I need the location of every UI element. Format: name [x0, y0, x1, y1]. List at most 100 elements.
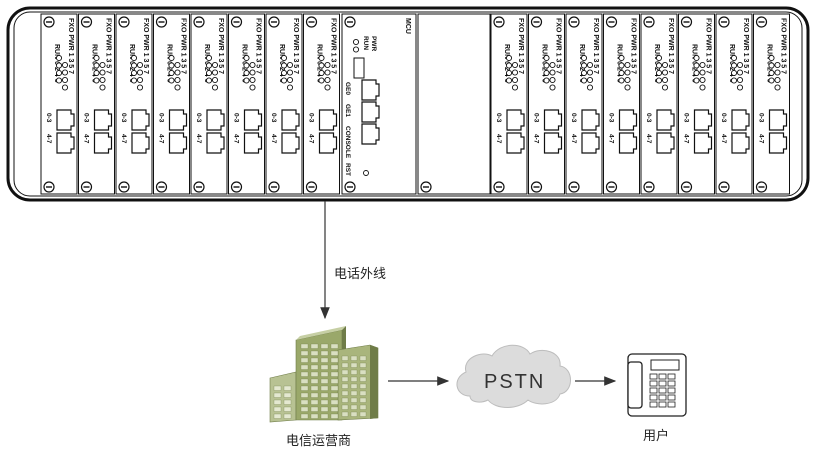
screw-icon — [643, 16, 655, 28]
led-indicator — [205, 54, 213, 62]
led-indicator — [205, 77, 213, 84]
led-indicator — [549, 61, 556, 69]
port-group-label: 0-3 — [83, 113, 90, 123]
mcu-run-label: RUN — [362, 36, 369, 50]
rj45-port-icon — [656, 132, 675, 154]
screw-icon — [268, 181, 280, 193]
rj45-port-icon — [693, 109, 713, 131]
rj45-port-icon — [243, 132, 263, 154]
port-group-label: 0-3 — [720, 113, 727, 123]
led-indicator — [174, 76, 181, 84]
led-indicator — [774, 84, 781, 91]
fxo-card-label: FXO PWR 1 3 5 7 — [142, 18, 149, 74]
led-indicator — [624, 76, 631, 84]
led-indicator — [699, 84, 706, 91]
screw-icon — [155, 181, 168, 193]
fxo-card-run-label: RUN 0 2 4 6 — [241, 44, 248, 83]
fxo-card-run-label: RUN 0 2 4 6 — [503, 44, 510, 83]
rj45-port-icon — [168, 132, 188, 154]
reset-button[interactable] — [363, 170, 369, 176]
fxo-card-run-label: RUN 0 2 4 6 — [203, 44, 210, 83]
led-indicator — [655, 54, 663, 62]
port-group-label: 0-3 — [495, 113, 502, 123]
led-indicator — [736, 76, 744, 84]
rj45-port-icon — [131, 132, 150, 154]
fxo-card-label: FXO PWR 1 3 5 7 — [705, 18, 712, 74]
outside-line: 电话外线 — [320, 201, 386, 320]
fxo-card-label: FXO PWR 1 3 5 7 — [555, 18, 562, 74]
led-indicator — [774, 61, 781, 69]
led-indicator — [93, 69, 100, 77]
led-indicator — [168, 77, 175, 84]
building-icon — [269, 326, 379, 423]
rj45-port-icon — [731, 132, 750, 154]
led-indicator — [505, 54, 513, 62]
fxo-card-label: FXO PWR 1 3 5 7 — [517, 18, 524, 74]
fxo-card-run-label: RUN 0 2 4 6 — [53, 44, 60, 83]
led-indicator — [130, 54, 138, 62]
led-indicator — [249, 69, 256, 76]
led-indicator — [130, 62, 138, 69]
led-indicator — [511, 84, 519, 91]
fxo-card-label: FXO PWR 1 3 5 7 — [330, 18, 337, 74]
led-indicator — [768, 69, 775, 77]
rj45-port-icon — [361, 79, 380, 101]
led-indicator — [580, 69, 588, 77]
led-indicator — [505, 69, 513, 77]
fxo-card-run-label: RUN 0 2 4 6 — [766, 44, 773, 83]
led-indicator — [549, 69, 556, 76]
rj45-port-icon — [731, 109, 750, 131]
rj45-port-icon — [93, 109, 113, 131]
led-indicator — [736, 84, 744, 91]
rj45-port-icon — [361, 123, 380, 145]
rj45-port-icon — [543, 109, 563, 131]
port-group-label: 0-3 — [683, 113, 690, 123]
port-group-label: 0-3 — [158, 113, 165, 123]
led-indicator — [693, 77, 700, 84]
rj45-port-icon — [56, 132, 75, 154]
screw-icon — [680, 181, 693, 193]
led-indicator — [174, 84, 181, 91]
fxo-card-run-label: RUN 0 2 4 6 — [91, 44, 98, 83]
led-indicator — [99, 69, 106, 76]
screw-icon — [755, 181, 768, 193]
phone-icon — [627, 353, 687, 417]
led-indicator — [768, 77, 775, 84]
led-indicator — [249, 61, 256, 69]
led-indicator — [136, 76, 144, 84]
led-indicator — [624, 69, 631, 76]
rj45-port-icon — [281, 132, 300, 154]
fxo-card-label: FXO PWR 1 3 5 7 — [217, 18, 224, 74]
screw-icon — [305, 16, 318, 28]
screw-icon — [718, 16, 730, 28]
fxo-card-run-label: RUN 0 2 4 6 — [653, 44, 660, 83]
phone-keypad — [649, 373, 676, 408]
led-indicator — [618, 77, 625, 84]
led-indicator — [168, 62, 175, 69]
led-indicator — [174, 69, 181, 76]
fxo-card-label: FXO PWR 1 3 5 7 — [780, 18, 787, 74]
led-indicator — [693, 62, 700, 69]
led-indicator — [580, 54, 588, 62]
led-indicator — [655, 77, 663, 84]
port-group-label: 4-7 — [233, 134, 240, 144]
led-indicator — [318, 62, 325, 69]
fxo-card-label: FXO PWR 1 3 5 7 — [180, 18, 187, 74]
led-indicator — [324, 84, 331, 91]
screw-icon — [568, 181, 580, 193]
led-indicator — [243, 62, 250, 69]
led-indicator — [136, 69, 144, 76]
led-indicator — [205, 62, 213, 69]
fxo-card-run-label: RUN 0 2 4 6 — [316, 44, 323, 83]
led-indicator — [768, 54, 775, 62]
led-indicator — [730, 69, 738, 77]
rj45-port-icon — [361, 101, 380, 123]
port-group-label: 4-7 — [570, 134, 577, 144]
screw-icon — [305, 181, 318, 193]
rj45-port-icon — [131, 109, 150, 131]
chassis: FXO PWR 1 3 5 7 RUN 0 2 4 6 0-3 4-7 FXO PWR … — [6, 6, 810, 202]
led-indicator — [280, 62, 288, 69]
